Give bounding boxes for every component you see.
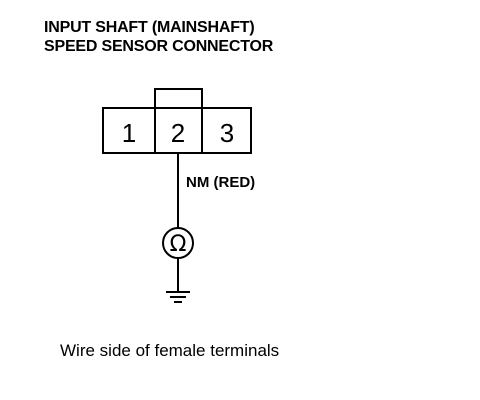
wire-color-label: NM (RED) bbox=[186, 174, 255, 191]
connector-lock-tab bbox=[154, 88, 203, 108]
ground-icon bbox=[166, 291, 190, 303]
pin-label-1: 1 bbox=[122, 118, 136, 148]
pin-label-2: 2 bbox=[171, 118, 185, 148]
diagram-title: INPUT SHAFT (MAINSHAFT) SPEED SENSOR CON… bbox=[44, 18, 273, 56]
title-line-1: INPUT SHAFT (MAINSHAFT) bbox=[44, 19, 255, 36]
pin-label-3: 3 bbox=[220, 118, 234, 148]
ohm-symbol: Ω bbox=[170, 232, 187, 257]
diagram-caption: Wire side of female terminals bbox=[60, 341, 280, 360]
title-line-2: SPEED SENSOR CONNECTOR bbox=[44, 38, 274, 55]
